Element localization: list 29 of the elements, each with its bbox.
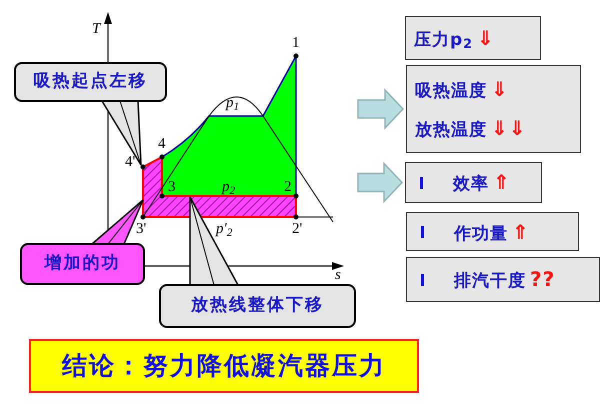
result-text: 放热温度 ⇓⇓ — [415, 115, 527, 142]
point-label: 3 — [168, 180, 176, 195]
state-point — [140, 164, 146, 170]
block-arrow — [357, 88, 404, 130]
result-text: 作功量 ⇑ — [454, 219, 530, 246]
pressure-label: p$_{1}$ — [226, 96, 240, 111]
result-box — [406, 65, 581, 153]
point-label: 4' — [125, 155, 136, 170]
pressure-label: p′$_{2}$ — [216, 222, 232, 237]
result-text: 压力p$_{2}$ ⇓ — [414, 24, 495, 54]
result-text: 效率 ⇑ — [453, 169, 511, 196]
axis-label: T — [92, 22, 100, 37]
result-text: 吸热温度 ⇓ — [415, 76, 509, 104]
result-box — [406, 257, 600, 302]
point-label: 2' — [292, 222, 302, 237]
result-box — [406, 212, 579, 251]
conclusion-banner — [29, 339, 419, 393]
conclusion-text: 结论：努力降低凝汽器压力 — [62, 350, 386, 382]
result-text: 排汽干度 ?? — [454, 266, 556, 294]
point-label: 3' — [136, 222, 146, 237]
block-arrow — [357, 162, 404, 204]
point-label: 2 — [284, 180, 292, 195]
result-box — [405, 162, 542, 203]
axis-label: s — [335, 268, 341, 283]
result-box — [405, 16, 541, 60]
hatched-area — [142, 155, 297, 218]
point-label: 4 — [158, 137, 166, 152]
pressure-label: p$_{2}$ — [222, 180, 236, 195]
point-label: 1 — [292, 36, 300, 51]
